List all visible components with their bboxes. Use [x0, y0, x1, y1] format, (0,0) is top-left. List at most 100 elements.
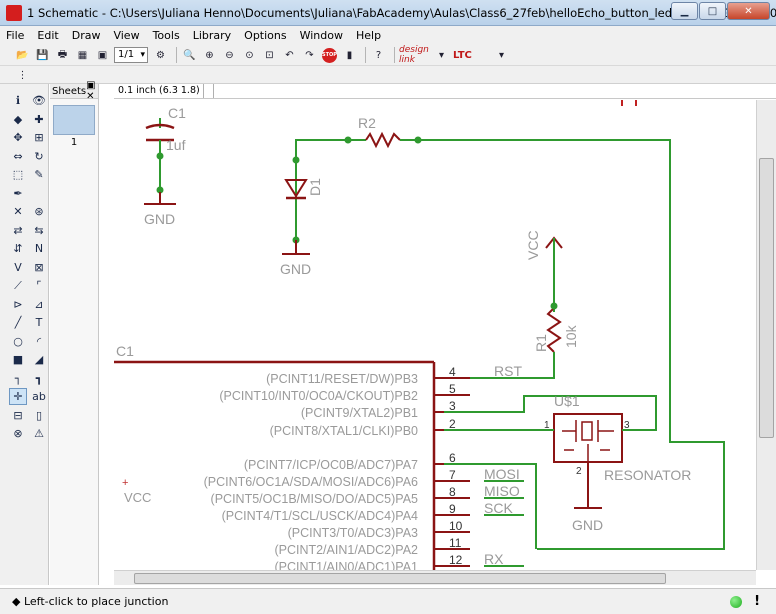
wire-icon[interactable]: ╱ [14, 316, 22, 329]
status-indicator-icon [730, 596, 742, 608]
horizontal-scrollbar[interactable] [114, 570, 756, 585]
move-icon[interactable]: ✥ [13, 131, 23, 144]
dropdown-arrow-icon[interactable]: ▾ [498, 49, 505, 61]
pin-panel-icon[interactable]: ▣ ✕ [86, 80, 96, 102]
erc-icon[interactable]: ⊗ [13, 427, 23, 440]
display-icon[interactable]: ◆ [13, 112, 23, 126]
delete-icon[interactable]: ✕ [13, 205, 23, 218]
arc-icon[interactable]: ◜ [36, 334, 42, 348]
diode-d1[interactable]: D1 GND [280, 156, 323, 278]
ic-pin-number: 7 [449, 468, 456, 482]
paste-icon[interactable]: ✒ [13, 186, 23, 200]
mark-icon[interactable]: ✚ [34, 112, 44, 126]
menu-draw[interactable]: Draw [71, 29, 101, 42]
zoom-select-icon[interactable]: ⊡ [265, 49, 274, 61]
capacitor-c1[interactable]: C1 1uf GND [144, 105, 186, 227]
menu-tools[interactable]: Tools [152, 29, 180, 42]
maximize-button[interactable]: □ [699, 2, 726, 20]
vertical-scroll-thumb[interactable] [759, 158, 774, 438]
junction-icon[interactable]: ✛ [9, 388, 27, 405]
show-icon[interactable]: 👁 [32, 94, 46, 107]
open-icon[interactable]: 📂 [16, 49, 29, 61]
replace-icon[interactable]: ⇆ [34, 223, 44, 237]
copy-icon[interactable]: ⊞ [34, 131, 44, 144]
ic-pin-name: (PCINT4/T1/SCL/USCK/ADC4)PA4 [222, 509, 418, 523]
value-icon[interactable]: V [14, 260, 22, 274]
design-link-logo[interactable]: design link [399, 45, 429, 65]
polygon-icon[interactable]: ◢ [34, 353, 44, 366]
name-icon[interactable]: N [34, 242, 44, 255]
status-bar: ◆ Left-click to place junction ! [0, 588, 776, 614]
attiny44-symbol[interactable]: C1 VCC + [114, 343, 436, 570]
circle-icon[interactable]: ○ [13, 334, 23, 348]
ic-pin-number: 11 [449, 536, 462, 550]
ic-pin-number: 6 [449, 451, 456, 465]
miter-icon[interactable]: ⌜ [36, 279, 42, 292]
invoke-icon[interactable]: ⊳ [13, 297, 23, 311]
resistor-r1[interactable]: VCC R1 10k [444, 230, 579, 379]
rotate-icon[interactable]: ↻ [34, 149, 44, 163]
gateswap-icon[interactable]: ⇵ [13, 242, 23, 255]
junction [344, 136, 352, 144]
toolbar-separator [176, 47, 177, 63]
junction [292, 156, 300, 164]
menu-options[interactable]: Options [244, 29, 287, 42]
attribute-icon[interactable]: ⊟ [13, 408, 23, 422]
gnd-label: GND [280, 261, 311, 277]
bus-icon[interactable]: ┐ [14, 371, 22, 385]
ic-name: C1 [116, 343, 134, 359]
command-line-input[interactable] [214, 84, 776, 98]
sheet-select[interactable]: 1/1 [114, 47, 148, 63]
text-icon[interactable]: T [35, 316, 43, 329]
go-icon[interactable]: ▮ [346, 49, 353, 61]
redraw-icon[interactable]: ⊙ [245, 49, 254, 61]
stop-icon[interactable]: STOP [321, 47, 338, 63]
resonator-u1[interactable]: U$1 RESONATOR GND 1 2 3 [444, 393, 691, 549]
cam-icon[interactable]: ▦ [77, 49, 88, 61]
resistor-zigzag [365, 131, 401, 149]
label-icon[interactable]: ab [32, 390, 46, 403]
menu-library[interactable]: Library [192, 29, 232, 42]
vertical-scrollbar[interactable] [756, 100, 776, 570]
zoom-in-icon[interactable]: ⊕ [205, 49, 214, 61]
close-button[interactable]: ✕ [727, 2, 770, 20]
mirror-icon[interactable]: ⇔ [13, 149, 23, 163]
save-icon[interactable]: 💾 [36, 49, 49, 61]
redo-icon[interactable]: ↷ [305, 49, 314, 61]
menu-file[interactable]: File [6, 29, 25, 42]
menu-edit[interactable]: Edit [37, 29, 59, 42]
blank-icon[interactable] [30, 185, 48, 202]
rect-icon[interactable]: ■ [12, 353, 24, 366]
smash-icon[interactable]: ⊠ [34, 260, 44, 274]
sheet-thumbnail[interactable] [53, 105, 95, 135]
info-icon[interactable]: ℹ [15, 94, 21, 107]
undo-icon[interactable]: ↶ [285, 49, 294, 61]
tool-palette: ℹ 👁 ◆ ✚ ✥ ⊞ ⇔ ↻ ⬚ ✎ ✒ ✕ ⊛ ⇄ ⇆ ⇵ N V ⊠ ⟋ … [0, 84, 49, 585]
print-icon[interactable]: 🖶 [57, 48, 68, 60]
add-icon[interactable]: ⊛ [34, 205, 44, 218]
dropdown-arrow-icon[interactable]: ▾ [438, 49, 445, 61]
split-icon[interactable]: ⟋ [14, 278, 22, 292]
help-icon[interactable]: ? [375, 49, 382, 61]
group-icon[interactable]: ⬚ [12, 168, 24, 181]
schematic-canvas[interactable]: C1 1uf GND R2 D1 GND [114, 100, 756, 570]
net-icon[interactable]: ┓ [35, 371, 43, 385]
menu-view[interactable]: View [113, 29, 140, 42]
eagle-app-icon [6, 5, 22, 21]
pinswap-icon[interactable]: ⇄ [13, 223, 23, 237]
resistor-r2[interactable]: R2 [295, 115, 725, 550]
frame-icon[interactable]: ▯ [35, 408, 43, 422]
script-icon[interactable]: ⚙ [156, 49, 165, 61]
zoom-fit-icon[interactable]: 🔍 [183, 49, 196, 61]
menu-window[interactable]: Window [299, 29, 343, 42]
minimize-button[interactable]: ▁ [671, 2, 698, 20]
errors-icon[interactable]: ⚠ [34, 427, 44, 440]
menu-help[interactable]: Help [355, 29, 382, 42]
change-icon[interactable]: ✎ [34, 168, 44, 181]
ltc-spice-logo[interactable]: LTC [453, 49, 472, 61]
optimize-icon[interactable]: ⊿ [34, 297, 44, 311]
board-icon[interactable]: ▣ [97, 49, 108, 61]
ic-pin-name: (PCINT5/OC1B/MISO/DO/ADC5)PA5 [211, 492, 418, 506]
horizontal-scroll-thumb[interactable] [134, 573, 666, 584]
zoom-out-icon[interactable]: ⊖ [225, 49, 234, 61]
